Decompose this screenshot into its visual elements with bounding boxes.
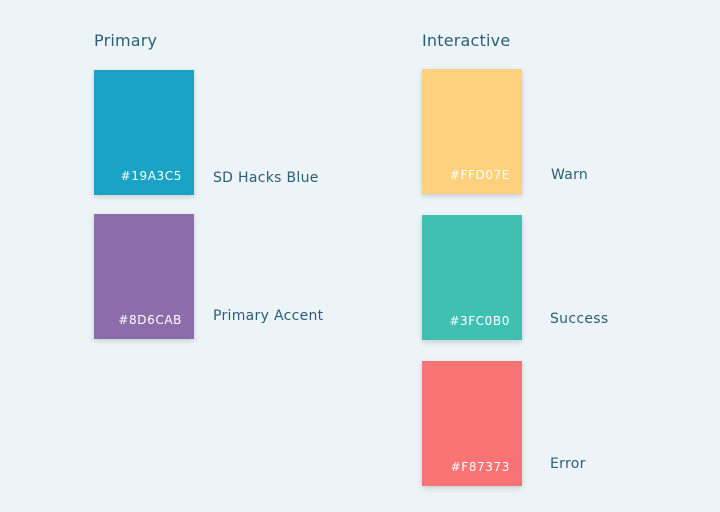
color-name-success: Success (550, 311, 609, 327)
color-name-error: Error (550, 456, 586, 472)
hex-code: #8D6CAB (118, 313, 182, 327)
hex-code: #3FC0B0 (449, 314, 510, 328)
primary-heading: Primary (94, 31, 158, 50)
color-swatch-error: #F87373 (422, 361, 522, 486)
color-name-warn: Warn (551, 167, 589, 183)
color-swatch-warn: #FFD07E (422, 69, 522, 194)
color-name-primary-accent: Primary Accent (213, 308, 324, 324)
color-swatch-sd-hacks-blue: #19A3C5 (94, 70, 194, 195)
hex-code: #FFD07E (449, 168, 510, 182)
hex-code: #F87373 (450, 460, 510, 474)
color-swatch-primary-accent: #8D6CAB (94, 214, 194, 339)
hex-code: #19A3C5 (120, 169, 182, 183)
color-swatch-success: #3FC0B0 (422, 215, 522, 340)
interactive-heading: Interactive (422, 31, 511, 50)
color-name-sd-hacks-blue: SD Hacks Blue (213, 170, 319, 186)
